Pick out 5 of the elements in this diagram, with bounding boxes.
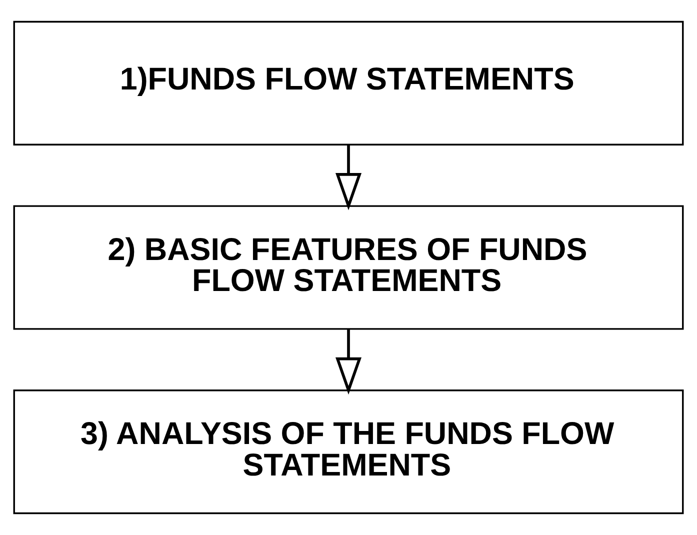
node-box: 2) BASIC FEATURES OF FUNDS FLOW STATEMENTS bbox=[13, 205, 684, 330]
node-box: 3) ANALYSIS OF THE FUNDS FLOW STATEMENTS bbox=[13, 390, 684, 514]
arrow bbox=[335, 145, 362, 210]
arrow bbox=[335, 329, 362, 395]
node-box: 1)FUNDS FLOW STATEMENTS bbox=[13, 20, 684, 146]
